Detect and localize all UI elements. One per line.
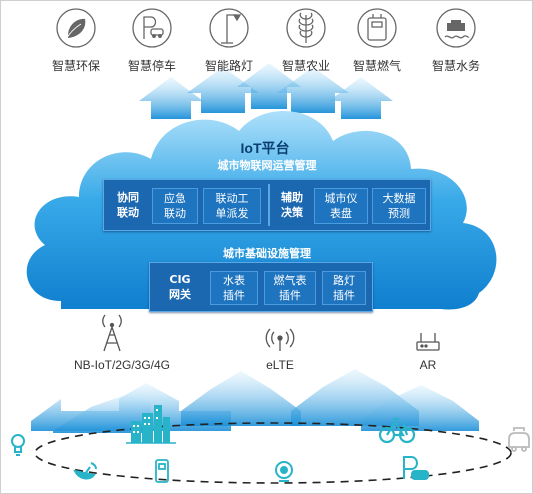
water-icon <box>436 8 476 48</box>
city-dashboard-cell: 城市仪 表盘 <box>314 188 368 224</box>
network-label-elte: eLTE <box>266 358 294 372</box>
network-label-ar: AR <box>419 358 437 372</box>
panel-divider <box>268 184 270 226</box>
buildings-icon <box>126 405 176 444</box>
cig-gateway-head: CIG 网关 <box>169 273 191 301</box>
satellite-dish-icon <box>73 462 97 480</box>
leaf-icon <box>56 8 96 48</box>
work-order-dispatch-cell: 联动工 单派发 <box>203 188 261 224</box>
gas-meter-plugin-cell: 燃气表 插件 <box>264 271 316 305</box>
gateway-panel: CIG 网关 水表 插件 燃气表 插件 路灯 插件 <box>149 262 373 312</box>
application-icons <box>56 8 476 48</box>
ops-management-title: 城市物联网运营管理 <box>217 159 317 172</box>
infra-management-title: 城市基础设施管理 <box>223 247 311 260</box>
street-lamp-icon <box>209 8 249 48</box>
camera-icon <box>275 461 293 482</box>
device-ring <box>34 422 512 484</box>
parking-car-icon <box>403 456 429 480</box>
light-bulb-icon <box>11 434 25 456</box>
app-label-parking: 智慧停车 <box>127 59 176 73</box>
wheat-icon <box>286 8 326 48</box>
cell-tower-icon <box>102 314 122 352</box>
emergency-linkage-cell: 应急 联动 <box>152 188 198 224</box>
meter-icon <box>155 459 169 483</box>
device-icons <box>11 405 530 483</box>
parking-icon <box>132 8 172 48</box>
taxi-icon <box>508 427 530 452</box>
upward-arrows-bottom <box>31 369 479 433</box>
antenna-icon <box>265 328 295 351</box>
bicycle-icon <box>378 417 416 444</box>
app-label-water: 智慧水务 <box>431 59 480 73</box>
router-icon <box>416 333 440 351</box>
gas-meter-icon <box>357 8 397 48</box>
upward-arrows-top <box>139 63 393 119</box>
water-meter-plugin-cell: 水表 插件 <box>210 271 258 305</box>
decision-support-head: 辅助 决策 <box>281 191 303 219</box>
iot-platform-title: IoT平台 <box>240 140 290 156</box>
coordination-head: 协同 联动 <box>117 191 139 219</box>
app-label-environment: 智慧环保 <box>51 59 100 73</box>
app-label-agriculture: 智慧农业 <box>281 59 330 73</box>
big-data-prediction-cell: 大数据 预测 <box>372 188 426 224</box>
street-lamp-plugin-cell: 路灯 插件 <box>322 271 366 305</box>
network-label-cellular: NB-IoT/2G/3G/4G <box>73 358 171 372</box>
app-label-gas: 智慧燃气 <box>352 59 401 73</box>
network-icons <box>102 314 440 352</box>
app-label-street-lamp: 智能路灯 <box>204 59 253 73</box>
ops-panel: 协同 联动 应急 联动 联动工 单派发 辅助 决策 城市仪 表盘 大数据 预测 <box>103 179 431 231</box>
